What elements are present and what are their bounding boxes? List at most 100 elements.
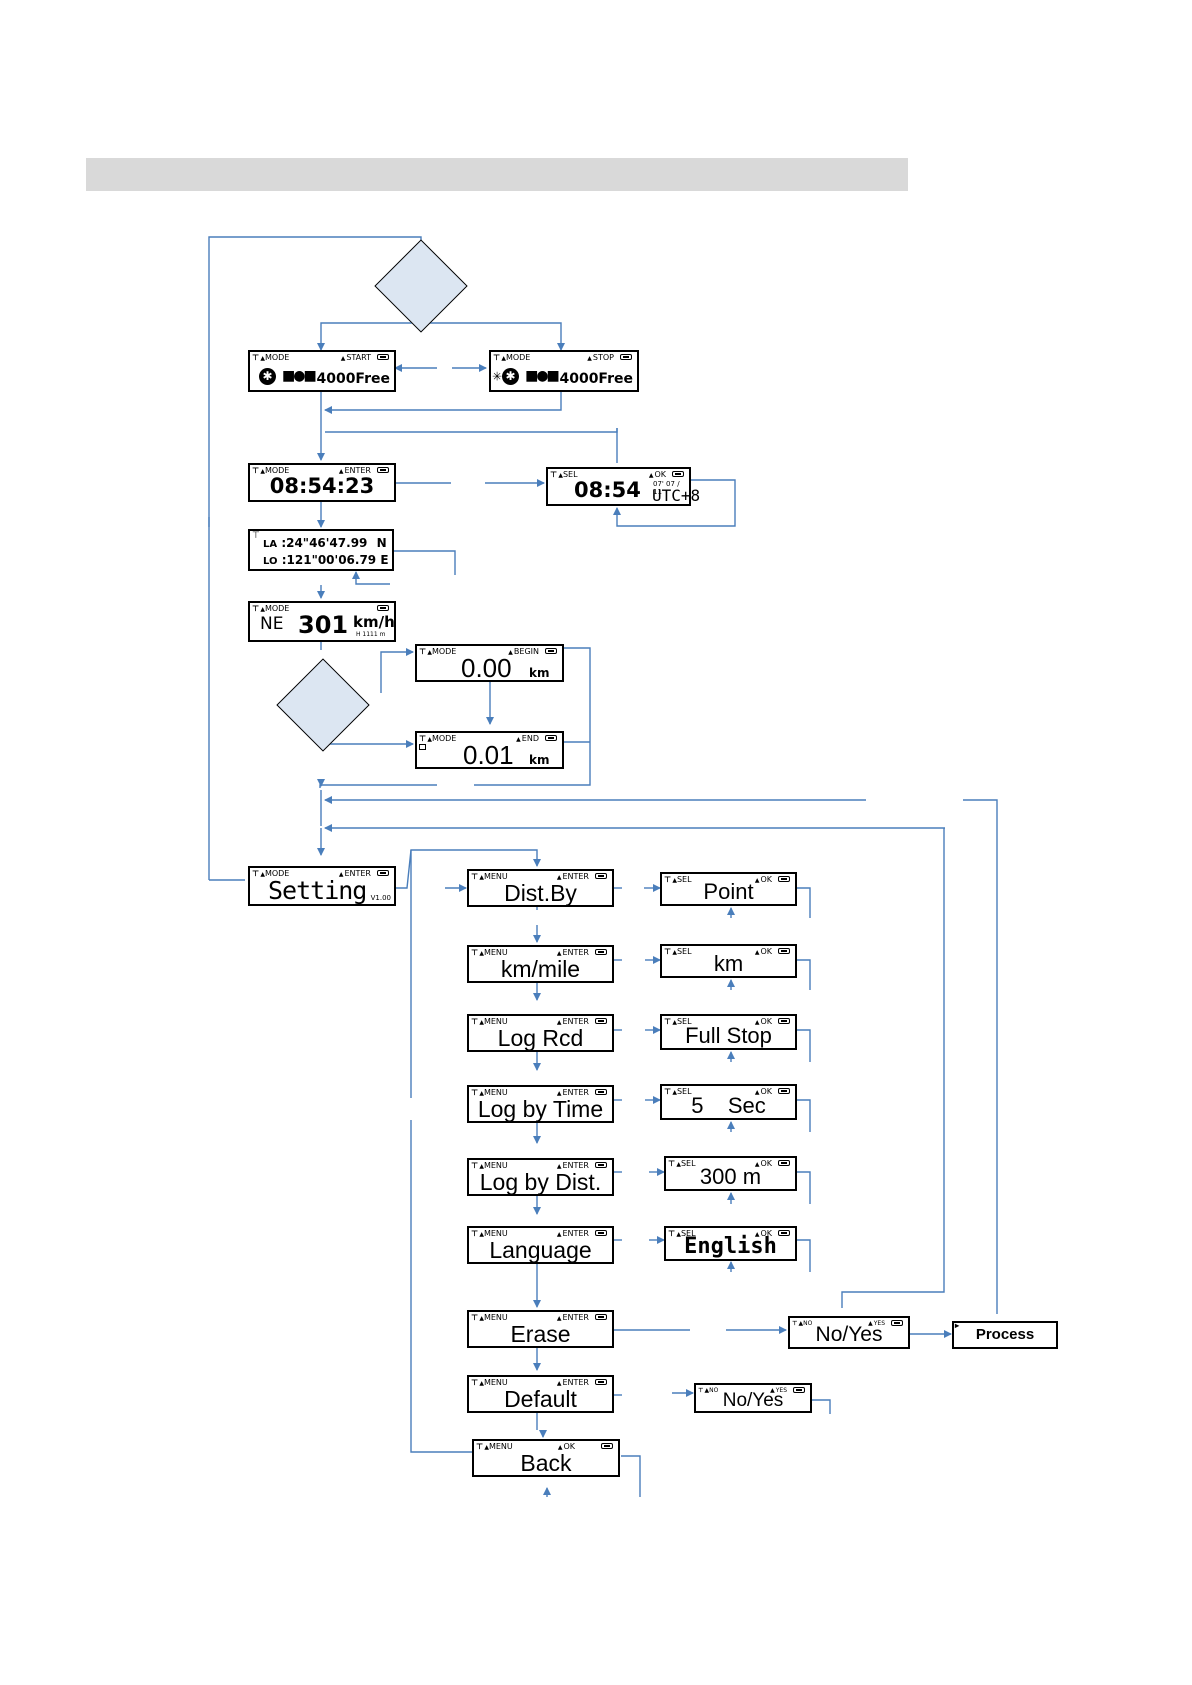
status-left-label: MODE xyxy=(505,353,531,362)
option-erase: ▲NOYES No/Yes xyxy=(788,1316,910,1349)
status-left-label: MENU xyxy=(483,1313,508,1322)
battery-icon xyxy=(778,948,790,954)
status-right-label: ENTER xyxy=(557,1017,589,1028)
status-left-label: MENU xyxy=(488,1442,513,1451)
latitude-row: LA :24"46'47.99 N xyxy=(263,536,387,550)
menu-erase: ▲MENUENTER Erase xyxy=(467,1310,614,1348)
status-right-label: OK xyxy=(649,470,666,481)
status-right-label: ENTER xyxy=(557,1088,589,1099)
option-log-by-time: ▲SELOK 5 Sec xyxy=(660,1084,797,1120)
status-left-label: SEL xyxy=(676,875,692,884)
timezone-time: 08:54 xyxy=(574,478,641,502)
battery-icon xyxy=(377,870,389,876)
status-left-label: MODE xyxy=(264,353,290,362)
altitude: H 1111 m xyxy=(356,631,386,638)
battery-icon xyxy=(545,735,557,741)
status-right-label: OK xyxy=(755,947,772,958)
status-left-label: NO xyxy=(803,1320,813,1327)
menu-label: Log by Dist. xyxy=(479,1169,602,1195)
lon-label: LO xyxy=(263,556,278,567)
battery-icon xyxy=(545,648,557,654)
menu-label: Erase xyxy=(510,1321,571,1347)
battery-icon xyxy=(620,354,632,360)
battery-icon xyxy=(672,471,684,477)
clock-time: 08:54:23 xyxy=(269,474,375,498)
option-value: 5 Sec xyxy=(691,1093,766,1118)
memory-free: 4000Free xyxy=(316,371,390,387)
status-right-label: ENTER xyxy=(557,1161,589,1172)
speed-value: 301 xyxy=(298,611,349,639)
timezone-utc: UTC+8 xyxy=(652,486,701,505)
option-value: No/Yes xyxy=(722,1390,784,1411)
status-right-label: ENTER xyxy=(339,869,371,880)
menu-dist-by: ▲MENUENTER Dist.By xyxy=(467,869,614,907)
status-icons: ✳✱ ■●■ xyxy=(492,366,560,387)
menu-label: Language xyxy=(489,1237,592,1263)
trip-distance: 0.01 xyxy=(463,740,514,770)
status-right-label: ENTER xyxy=(339,466,371,477)
option-value: No/Yes xyxy=(815,1323,883,1346)
status-left-label: MODE xyxy=(264,604,290,613)
status-left-label: SEL xyxy=(680,1159,696,1168)
battery-icon xyxy=(595,1379,607,1385)
status-right-label: OK xyxy=(558,1442,575,1453)
status-right-label: ENTER xyxy=(557,1378,589,1389)
screen-speed: ▲MODE NE 301 km/h H 1111 m xyxy=(248,601,396,642)
battery-icon xyxy=(778,1018,790,1024)
battery-icon xyxy=(595,873,607,879)
battery-icon xyxy=(891,1320,903,1326)
battery-icon xyxy=(595,1018,607,1024)
menu-log-by-time: ▲MENUENTER Log by Time xyxy=(467,1085,614,1123)
trip-distance: 0.00 xyxy=(461,653,512,683)
status-right-label: END xyxy=(516,734,539,745)
menu-back: ▲MENUOK Back xyxy=(472,1439,620,1477)
status-left-label: SEL xyxy=(676,1017,692,1026)
menu-log-rcd: ▲MENUENTER Log Rcd xyxy=(467,1014,614,1052)
status-right-label: ENTER xyxy=(557,872,589,883)
status-left-label: MENU xyxy=(483,1017,508,1026)
status-right-label: OK xyxy=(755,1229,772,1240)
status-left-label: SEL xyxy=(680,1229,696,1238)
battery-icon xyxy=(377,467,389,473)
status-left-label: NO xyxy=(709,1387,719,1394)
battery-icon xyxy=(377,605,389,611)
status-right-label: OK xyxy=(755,1159,772,1170)
longitude-value: :121"00'06.79 xyxy=(281,553,377,567)
signal-icon: ✳ xyxy=(492,369,503,383)
header-bar xyxy=(86,158,908,191)
lat-dir: N xyxy=(376,536,387,550)
screen-clock: ▲MODEENTER 08:54:23 xyxy=(248,463,396,502)
menu-language: ▲MENUENTER Language xyxy=(467,1226,614,1264)
option-value: 300 m xyxy=(699,1164,762,1189)
satellite-icon: ■●■ xyxy=(282,368,317,384)
battery-icon xyxy=(595,949,607,955)
lon-dir: E xyxy=(380,553,389,567)
menu-km-mile: ▲MENUENTER km/mile xyxy=(467,945,614,983)
status-right-label: OK xyxy=(755,1087,772,1098)
menu-label: Default xyxy=(504,1386,577,1412)
screen-timezone: ▲SELOK 08:54 07' 07 / 11 UTC+8 xyxy=(546,467,700,506)
menu-label: Dist.By xyxy=(504,880,577,906)
status-right-label: OK xyxy=(755,1017,772,1028)
battery-icon xyxy=(595,1230,607,1236)
menu-label: Log by Time xyxy=(477,1096,604,1122)
status-right-label: BEGIN xyxy=(508,647,539,658)
option-km-mile: ▲SELOK km xyxy=(660,944,797,978)
option-value: Full Stop xyxy=(685,1023,772,1048)
screen-trip-begin: ▲MODEBEGIN 0.00 km xyxy=(415,644,564,683)
status-left-label: MODE xyxy=(264,466,290,475)
latitude-value: :24"46'47.99 xyxy=(281,536,368,550)
option-dist-by: ▲SELOK Point xyxy=(660,872,797,906)
bluetooth-icon: ✱ xyxy=(502,367,520,385)
longitude-row: LO :121"00'06.79 E xyxy=(263,553,389,567)
heading: NE xyxy=(260,614,284,634)
option-language: ▲SELOK English xyxy=(664,1226,797,1261)
status-right-label: OK xyxy=(755,875,772,886)
status-left-label: SEL xyxy=(676,1087,692,1096)
battery-icon xyxy=(595,1314,607,1320)
firmware-version: V1.00 xyxy=(370,894,391,902)
trip-unit: km xyxy=(529,666,550,680)
option-value: Point xyxy=(703,879,754,904)
battery-icon xyxy=(778,1088,790,1094)
timezone-date: 07' 07 / 11 xyxy=(653,480,680,496)
